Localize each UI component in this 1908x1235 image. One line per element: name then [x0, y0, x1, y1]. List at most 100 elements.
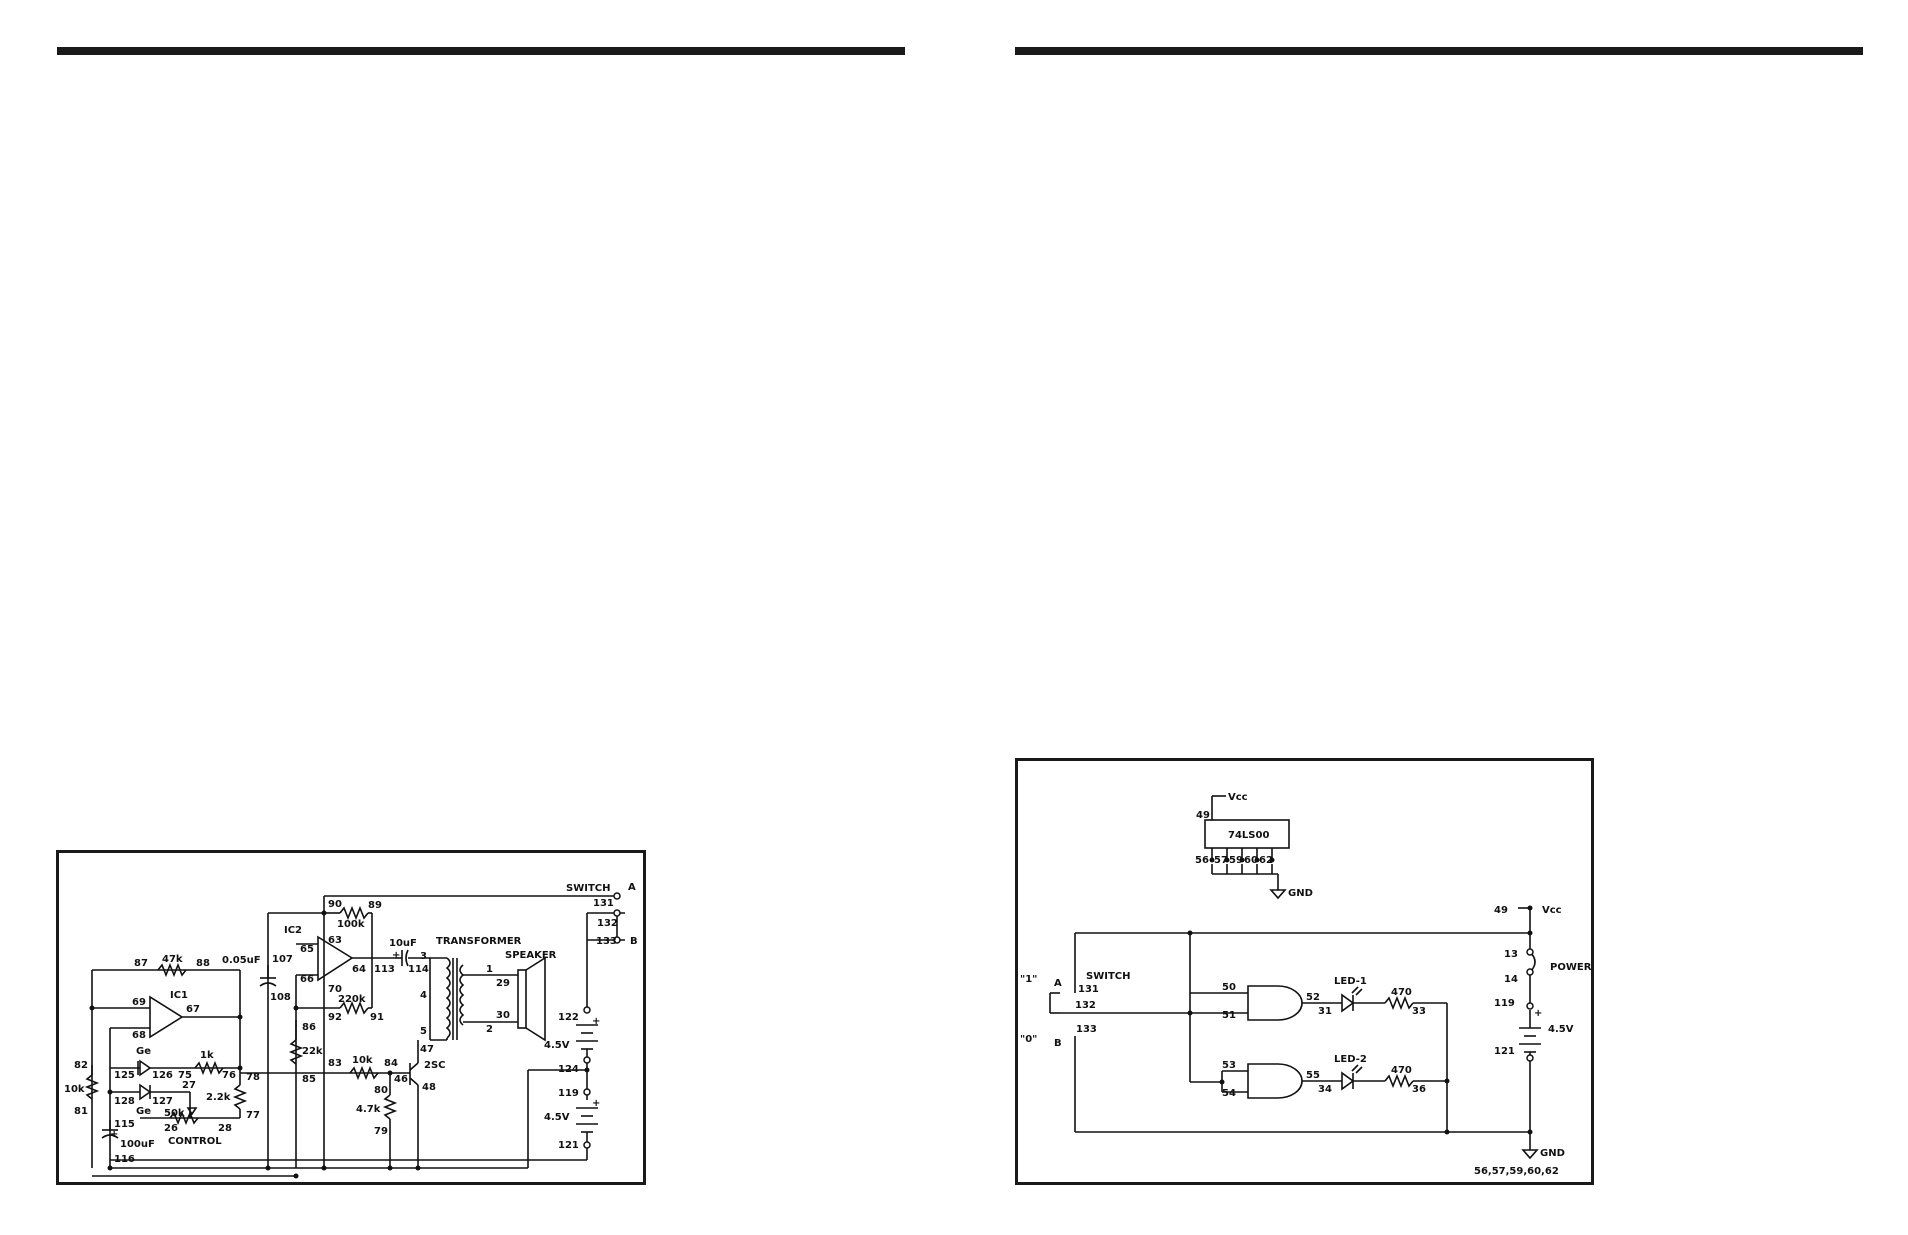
left-label-a: A	[628, 882, 636, 893]
left-label-127: 127	[152, 1096, 173, 1107]
left-label-125: 125	[114, 1070, 135, 1081]
left-label-76: 76	[222, 1070, 236, 1081]
right-top-rule	[1015, 47, 1863, 55]
left-label-63: 63	[328, 935, 342, 946]
left-label-121: 121	[558, 1140, 579, 1151]
left-label-26: 26	[164, 1123, 178, 1134]
right-label-52: 52	[1306, 992, 1320, 1003]
right-label-zero: "0"	[1020, 1034, 1037, 1045]
right-label-470b: 470	[1391, 1065, 1412, 1076]
left-label-ic2: IC2	[284, 925, 302, 936]
left-label-91: 91	[370, 1012, 384, 1023]
left-label-22k2: 2.2k	[206, 1092, 231, 1103]
right-label-power: POWER	[1550, 962, 1592, 973]
left-label-22k: 22k	[302, 1046, 323, 1057]
left-label-82: 82	[74, 1060, 88, 1071]
right-label-119: 119	[1494, 998, 1515, 1009]
left-label-131: 131	[593, 898, 614, 909]
left-label-1: 1	[486, 964, 493, 975]
left-schematic-frame	[56, 850, 646, 1185]
right-label-49a: 49	[1196, 810, 1210, 821]
left-label-48: 48	[422, 1082, 436, 1093]
left-label-b: B	[630, 936, 638, 947]
left-label-plus2: +	[392, 950, 400, 961]
left-label-1k: 1k	[200, 1050, 214, 1061]
right-label-14: 14	[1504, 974, 1518, 985]
left-label-30: 30	[496, 1010, 510, 1021]
left-label-124: 124	[558, 1064, 579, 1075]
right-label-51: 51	[1222, 1010, 1236, 1021]
right-label-74ls00: 74LS00	[1228, 830, 1269, 841]
right-label-33: 33	[1412, 1006, 1426, 1017]
right-label-55: 55	[1306, 1070, 1320, 1081]
left-label-122: 122	[558, 1012, 579, 1023]
left-label-220k: 220k	[338, 994, 366, 1005]
left-label-transformer: TRANSFORMER	[436, 936, 522, 947]
left-label-10uf: 10uF	[389, 938, 417, 949]
left-label-3: 3	[420, 951, 427, 962]
left-label-67: 67	[186, 1004, 200, 1015]
left-label-5: 5	[420, 1026, 427, 1037]
left-label-115: 115	[114, 1119, 135, 1130]
right-label-13: 13	[1504, 949, 1518, 960]
right-label-switch: SWITCH	[1086, 971, 1130, 982]
right-label-57: 57	[1214, 855, 1228, 866]
left-label-133: 133	[596, 936, 617, 947]
right-label-one: "1"	[1020, 974, 1037, 985]
left-label-45v2: 4.5V	[544, 1112, 570, 1123]
left-label-87: 87	[134, 958, 148, 969]
right-label-54: 54	[1222, 1088, 1236, 1099]
right-label-59: 59	[1229, 855, 1243, 866]
left-label-47k7: 4.7k	[356, 1104, 381, 1115]
right-label-led2: LED-2	[1334, 1054, 1367, 1065]
left-label-80: 80	[374, 1085, 388, 1096]
left-label-plus3: +	[592, 1016, 600, 1027]
left-label-78: 78	[246, 1072, 260, 1083]
left-label-81: 81	[74, 1106, 88, 1117]
left-label-69: 69	[132, 997, 146, 1008]
left-label-108: 108	[270, 992, 291, 1003]
right-label-34: 34	[1318, 1084, 1332, 1095]
left-label-28: 28	[218, 1123, 232, 1134]
left-label-77: 77	[246, 1110, 260, 1121]
left-label-83: 83	[328, 1058, 342, 1069]
right-label-49b: 49	[1494, 905, 1508, 916]
right-label-45v: 4.5V	[1548, 1024, 1574, 1035]
right-label-b: B	[1054, 1038, 1062, 1049]
left-label-107: 107	[272, 954, 293, 965]
right-label-133: 133	[1076, 1024, 1097, 1035]
left-label-50k: 50k	[164, 1108, 185, 1119]
right-label-a: A	[1054, 978, 1062, 989]
left-label-46: 46	[394, 1074, 408, 1085]
left-label-ic1: IC1	[170, 990, 188, 1001]
right-label-60: 60	[1244, 855, 1258, 866]
right-label-footer: 56,57,59,60,62	[1474, 1166, 1559, 1177]
left-label-75: 75	[178, 1070, 192, 1081]
left-label-005uf: 0.05uF	[222, 955, 261, 966]
left-label-65: 65	[300, 944, 314, 955]
left-label-92: 92	[328, 1012, 342, 1023]
left-label-2sc: 2SC	[424, 1060, 446, 1071]
left-label-113: 113	[374, 964, 395, 975]
right-label-132: 132	[1075, 1000, 1096, 1011]
left-label-control: CONTROL	[168, 1136, 222, 1147]
left-label-4: 4	[420, 990, 427, 1001]
left-label-70: 70	[328, 984, 342, 995]
left-label-114: 114	[408, 964, 429, 975]
right-label-131: 131	[1078, 984, 1099, 995]
left-label-switch: SWITCH	[566, 883, 610, 894]
left-label-132: 132	[597, 918, 618, 929]
right-label-470a: 470	[1391, 987, 1412, 998]
left-label-45v1: 4.5V	[544, 1040, 570, 1051]
right-label-gnd1: GND	[1288, 888, 1313, 899]
right-label-121: 121	[1494, 1046, 1515, 1057]
left-label-126: 126	[152, 1070, 173, 1081]
left-label-ge1: Ge	[136, 1046, 151, 1057]
right-label-50: 50	[1222, 982, 1236, 993]
left-label-27: 27	[182, 1080, 196, 1091]
left-label-89: 89	[368, 900, 382, 911]
left-label-66: 66	[300, 974, 314, 985]
right-label-56: 56	[1195, 855, 1209, 866]
right-label-vcc1: Vcc	[1228, 792, 1248, 803]
